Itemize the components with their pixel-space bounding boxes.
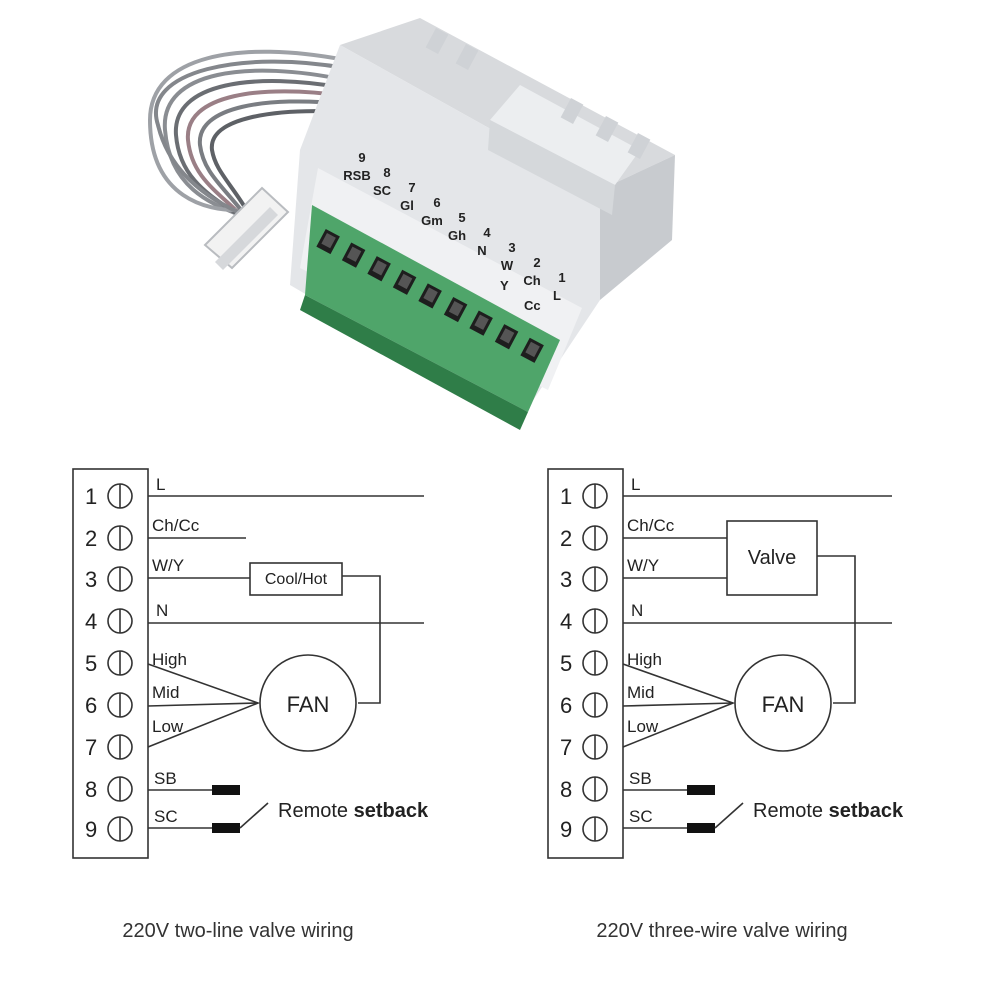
terminal-screw — [321, 233, 336, 249]
module-terminal-label: Ch — [523, 273, 540, 288]
harness-connector — [203, 186, 290, 270]
left-wire-label-sb: SB — [154, 769, 177, 788]
module-terminal-label: SC — [373, 183, 392, 198]
right-valve-label: Valve — [748, 547, 797, 569]
terminal-number: 8 — [85, 777, 97, 802]
left-caption: 220V two-line valve wiring — [122, 920, 353, 942]
module-terminal-label: L — [553, 288, 561, 303]
terminal-screw — [372, 260, 387, 276]
terminal-screw — [448, 301, 464, 317]
left-wiring-diagram: 1 2 3 4 5 6 7 8 9 L Ch/Cc W/Y Cool/Hot N FAN Hig… — [72, 468, 429, 942]
right-wiring-diagram: 1 2 3 4 5 6 7 8 9 L Ch/Cc W/Y Valve N FAN High M… — [547, 468, 904, 942]
terminal-screw-holes — [316, 228, 544, 363]
right-wire-label-l: L — [631, 475, 640, 494]
terminal-number: 4 — [85, 609, 97, 634]
terminal-number: 5 — [85, 651, 97, 676]
terminal-number: 7 — [85, 735, 97, 760]
module-terminal-number: 5 — [458, 210, 465, 225]
module-terminal-label: W — [501, 258, 514, 273]
module-terminal-number: 9 — [358, 150, 365, 165]
terminal-number: 1 — [85, 484, 97, 509]
terminal-screw — [474, 314, 489, 330]
right-wire-label-sc: SC — [629, 807, 653, 826]
module-terminal-number: 3 — [508, 240, 515, 255]
module-terminal-number: 8 — [383, 165, 390, 180]
terminal-number: 6 — [560, 693, 572, 718]
module-terminal-label: RSB — [343, 168, 370, 183]
terminal-number: 3 — [85, 567, 97, 592]
wire-harness — [147, 49, 347, 237]
left-remote-setback: Remote setback — [278, 800, 429, 822]
terminal-screw — [525, 341, 540, 358]
terminal-screw — [397, 273, 413, 290]
module-terminal-numbers: 9 8 7 6 5 4 3 2 1 — [358, 150, 565, 285]
left-cool-hot-box — [249, 562, 343, 596]
left-cool-hot-label: Cool/Hot — [265, 571, 328, 588]
terminal-number: 6 — [85, 693, 97, 718]
left-wire-label-chcc: Ch/Cc — [152, 516, 200, 535]
terminal-number: 2 — [560, 526, 572, 551]
terminal-screw — [423, 287, 438, 303]
left-wire-label-l: L — [156, 475, 165, 494]
terminal-number: 2 — [85, 526, 97, 551]
right-caption: 220V three-wire valve wiring — [596, 920, 847, 942]
housing-right-side — [600, 155, 675, 300]
module-terminal-number: 1 — [558, 270, 565, 285]
module-terminal-label: Gm — [421, 213, 443, 228]
module-terminal-label: Gl — [400, 198, 414, 213]
right-wire-label-mid: Mid — [627, 683, 654, 702]
module-terminal-number: 7 — [408, 180, 415, 195]
right-valve-box — [726, 520, 818, 596]
left-terminals: 1 2 3 4 5 6 7 8 9 — [85, 483, 133, 842]
module-terminal-label: Gh — [448, 228, 466, 243]
terminal-block-bottom — [300, 295, 528, 430]
right-wire-label-n: N — [631, 601, 643, 620]
terminal-number: 9 — [560, 817, 572, 842]
module-label-cc: Cc — [524, 298, 541, 313]
right-wire-label-sb: SB — [629, 769, 652, 788]
terminal-number: 7 — [560, 735, 572, 760]
left-wire-label-n: N — [156, 601, 168, 620]
terminal-number: 9 — [85, 817, 97, 842]
left-wire-label-sc: SC — [154, 807, 178, 826]
module-label-y: Y — [500, 278, 509, 293]
right-wire-label-wy: W/Y — [627, 556, 659, 575]
housing-ribs — [425, 28, 651, 159]
left-wire-label-mid: Mid — [152, 683, 179, 702]
module-terminal-number: 2 — [533, 255, 540, 270]
right-wire-label-low: Low — [627, 717, 659, 736]
module-terminal-number: 4 — [483, 225, 491, 240]
left-wire-label-high: High — [152, 650, 187, 669]
terminal-number: 1 — [560, 484, 572, 509]
module-terminal-label: N — [477, 243, 486, 258]
terminal-number: 5 — [560, 651, 572, 676]
housing-raised-block-front — [488, 120, 615, 215]
terminal-number: 4 — [560, 609, 572, 634]
module-terminal-number: 6 — [433, 195, 440, 210]
terminal-number: 8 — [560, 777, 572, 802]
left-wire-label-low: Low — [152, 717, 184, 736]
left-fan-label: FAN — [287, 692, 330, 717]
terminal-screw — [346, 246, 362, 262]
right-terminals: 1 2 3 4 5 6 7 8 9 — [560, 483, 608, 842]
right-wire-label-chcc: Ch/Cc — [627, 516, 675, 535]
terminal-number: 3 — [560, 567, 572, 592]
right-remote-setback: Remote setback — [753, 800, 904, 822]
right-wire-label-high: High — [627, 650, 662, 669]
left-wire-label-wy: W/Y — [152, 556, 184, 575]
terminal-screw — [499, 328, 515, 344]
right-fan-label: FAN — [762, 692, 805, 717]
housing-raised-block — [490, 85, 640, 185]
